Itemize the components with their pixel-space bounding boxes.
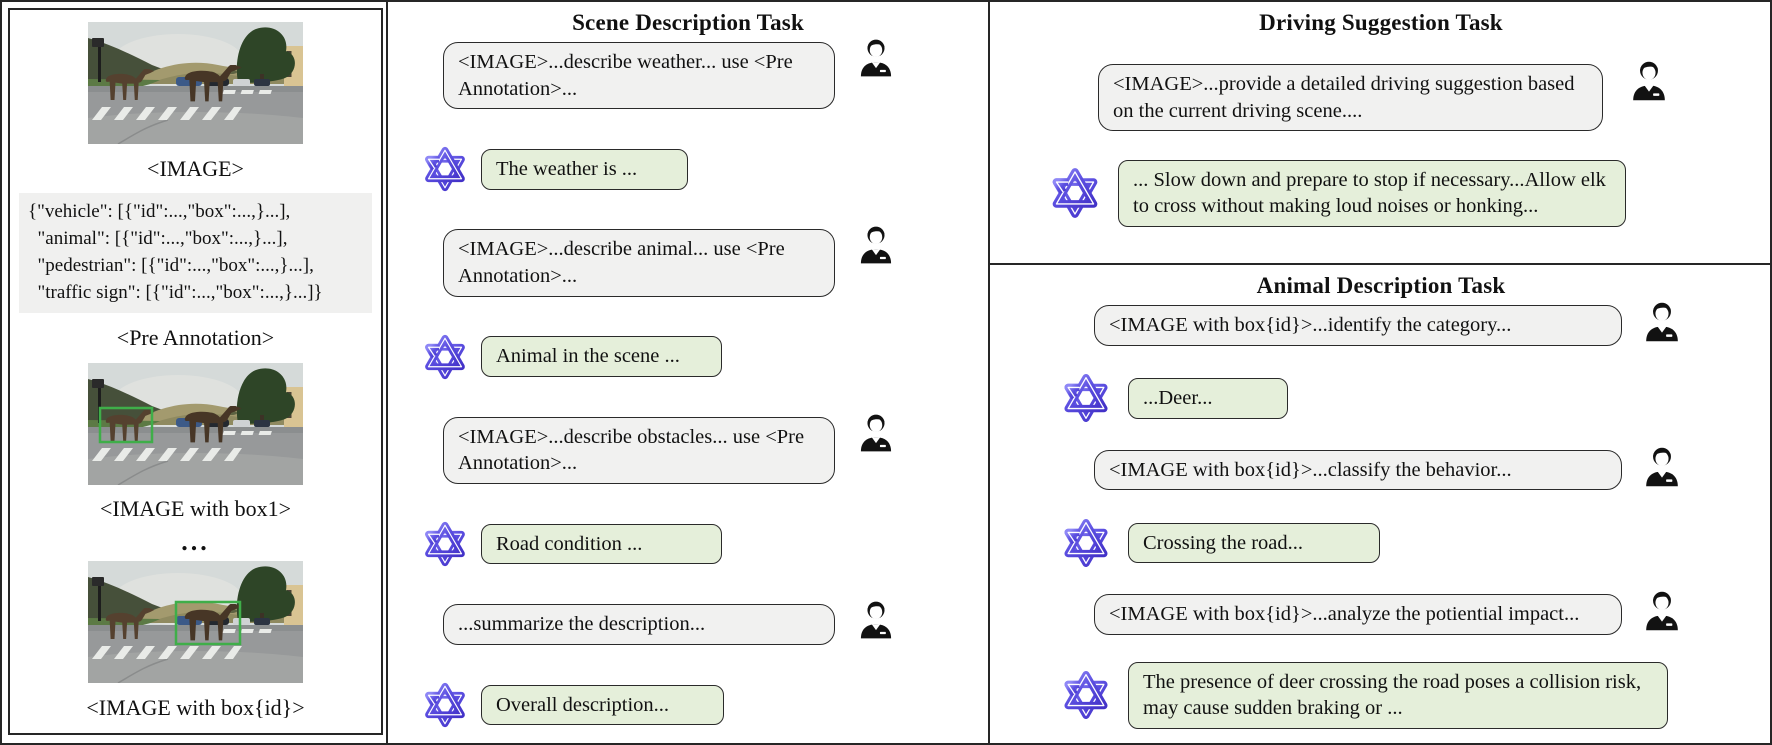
user-avatar-icon [1627, 56, 1671, 106]
user-prompt-bubble: <IMAGE with box{id}>...identify the cate… [1094, 305, 1622, 346]
assistant-message-row: Crossing the road... [990, 517, 1770, 569]
user-avatar-icon [855, 409, 897, 457]
driving-task-title: Driving Suggestion Task [1259, 10, 1503, 35]
ai-model-logo-icon [1060, 517, 1112, 569]
user-message-row: <IMAGE with box{id}>...identify the cate… [990, 305, 1772, 347]
panel-divider [386, 2, 388, 743]
image-token-label: <IMAGE> [147, 155, 244, 181]
assistant-message-row: The presence of deer crossing the road p… [990, 661, 1770, 729]
assistant-message-row: ... Slow down and prepare to stop if nec… [990, 159, 1770, 227]
user-message-row: <IMAGE with box{id}>...classify the beha… [990, 450, 1772, 492]
pre-annotation-label: <Pre Annotation> [116, 324, 275, 350]
panel-divider [990, 263, 1770, 265]
ai-model-logo-icon [421, 333, 469, 381]
assistant-response-bubble: Crossing the road... [1128, 522, 1380, 564]
bounding-box-annotation [98, 406, 154, 443]
driving-scene-photo-boxid [88, 561, 303, 683]
driving-task-messages: <IMAGE>...provide a detailed driving sug… [990, 36, 1772, 263]
assistant-response-bubble: Animal in the scene ... [481, 336, 722, 378]
animal-task-messages: <IMAGE with box{id}>...identify the cate… [990, 299, 1772, 743]
input-examples-panel: <IMAGE> {"vehicle": [{"id":...,"box":...… [8, 8, 383, 735]
ai-model-logo-icon [1060, 669, 1112, 721]
image-box1-label: <IMAGE with box1> [99, 496, 292, 522]
user-message-row: <IMAGE>...describe weather... use <Pre A… [388, 42, 988, 110]
scene-description-task-panel: Scene Description Task <IMAGE>...describ… [388, 2, 988, 743]
user-message-row: <IMAGE with box{id}>...analyze the potie… [990, 594, 1772, 636]
user-message-row: <IMAGE>...describe obstacles... use <Pre… [388, 416, 988, 485]
assistant-response-bubble: ... Slow down and prepare to stop if nec… [1118, 159, 1626, 227]
assistant-message-row: ...Deer... [990, 372, 1770, 424]
assistant-response-bubble: Overall description... [481, 684, 724, 726]
user-prompt-bubble: <IMAGE>...describe animal... use <Pre An… [443, 229, 835, 297]
user-avatar-icon [855, 596, 897, 644]
user-prompt-bubble: <IMAGE>...describe weather... use <Pre A… [443, 42, 835, 110]
ai-model-logo-icon [421, 681, 469, 729]
assistant-response-bubble: The presence of deer crossing the road p… [1128, 661, 1668, 729]
user-avatar-icon [855, 221, 897, 269]
user-avatar-icon [855, 34, 897, 82]
image-boxid-label: <IMAGE with box{id}> [86, 694, 305, 720]
ellipsis-separator: ... [181, 527, 210, 556]
scene-task-messages: <IMAGE>...describe weather... use <Pre A… [388, 36, 988, 743]
bounding-box-annotation [174, 601, 242, 646]
user-message-row: <IMAGE>...describe animal... use <Pre An… [388, 229, 988, 297]
assistant-message-row: Overall description... [388, 681, 988, 729]
ai-model-logo-icon [421, 520, 469, 568]
user-prompt-bubble: <IMAGE with box{id}>...analyze the potie… [1094, 594, 1622, 636]
pre-annotation-json: {"vehicle": [{"id":...,"box":...,}...], … [19, 193, 372, 314]
animal-description-task-panel: Animal Description Task <IMAGE with box{… [990, 265, 1772, 743]
assistant-response-bubble: ...Deer... [1128, 378, 1288, 419]
user-avatar-icon [1640, 297, 1684, 347]
assistant-message-row: The weather is ... [388, 145, 988, 193]
assistant-response-bubble: Road condition ... [481, 523, 722, 565]
user-message-row: <IMAGE>...provide a detailed driving sug… [990, 64, 1772, 132]
user-avatar-icon [1640, 442, 1684, 492]
user-prompt-bubble: <IMAGE>...describe obstacles... use <Pre… [443, 416, 835, 485]
assistant-message-row: Road condition ... [388, 520, 988, 568]
ai-model-logo-icon [1060, 372, 1112, 424]
animal-task-title: Animal Description Task [1256, 273, 1506, 298]
assistant-response-bubble: The weather is ... [481, 149, 688, 190]
driving-scene-photo [88, 22, 303, 144]
user-prompt-bubble: <IMAGE>...provide a detailed driving sug… [1098, 64, 1603, 132]
scene-task-title: Scene Description Task [572, 10, 804, 35]
ai-model-logo-icon [1048, 166, 1102, 220]
user-prompt-bubble: ...summarize the description... [443, 604, 835, 645]
panel-divider [988, 2, 990, 743]
driving-scene-photo-box1 [88, 363, 303, 485]
user-prompt-bubble: <IMAGE with box{id}>...classify the beha… [1094, 449, 1622, 491]
ai-model-logo-icon [421, 145, 469, 193]
assistant-message-row: Animal in the scene ... [388, 333, 988, 381]
driving-suggestion-task-panel: Driving Suggestion Task <IMAGE>...provid… [990, 2, 1772, 263]
user-avatar-icon [1640, 586, 1684, 636]
user-message-row: ...summarize the description... [388, 604, 988, 645]
